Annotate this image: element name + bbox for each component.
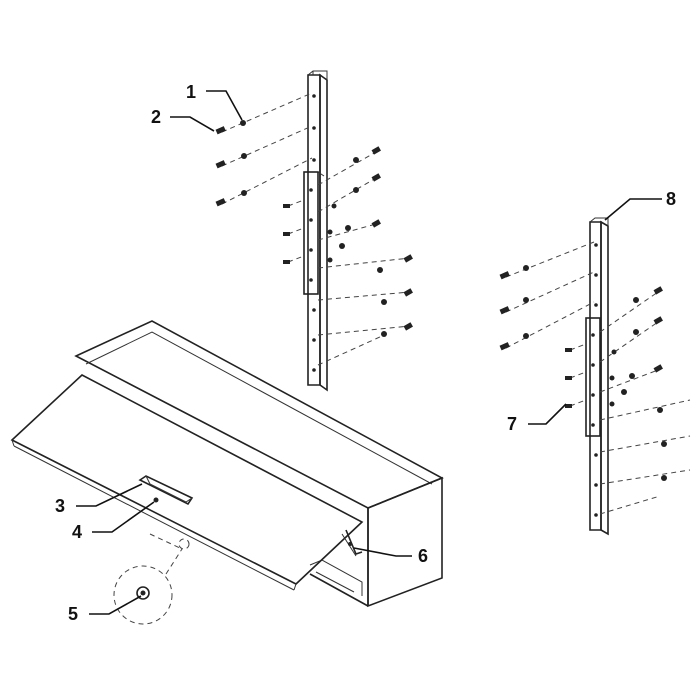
- callout-8: 8: [604, 189, 676, 221]
- callout-1: 1: [186, 82, 243, 121]
- callout-3-label: 3: [55, 496, 65, 516]
- callout-4: 4: [72, 501, 155, 542]
- callout-4-label: 4: [72, 522, 82, 542]
- left-rail-top: [307, 70, 328, 80]
- lock-detail-origin: [178, 538, 190, 550]
- cabinet-bottom-edge: [309, 573, 369, 607]
- door-handle: [138, 475, 194, 506]
- left-bracket-screws: [283, 199, 305, 264]
- callout-2-label: 2: [151, 107, 161, 127]
- cabinet-inside-bottom: [309, 559, 363, 596]
- left-rail-bolts-right: [317, 146, 413, 366]
- right-bracket-screws: [565, 343, 587, 408]
- callout-6: 6: [353, 546, 428, 566]
- lock-cylinder: [136, 586, 150, 600]
- lock-detail-circle: [113, 565, 173, 625]
- cabinet-inner-top: [85, 331, 433, 485]
- right-rail-screws-left: [499, 241, 595, 351]
- callout-8-label: 8: [666, 189, 676, 209]
- right-rail-top: [589, 217, 609, 226]
- callout-7-label: 7: [507, 414, 517, 434]
- door-corner-left: [11, 439, 15, 447]
- lock-detail: [113, 533, 190, 625]
- left-rail-screws-left: [215, 92, 313, 207]
- left-bracket-edge: [317, 171, 325, 177]
- right-rail-flange: [600, 220, 609, 536]
- door-corner: [293, 583, 297, 591]
- cabinet-door: [10, 374, 364, 585]
- callout-2: 2: [151, 107, 215, 132]
- wall-cabinet: [10, 320, 444, 608]
- callout-1-label: 1: [186, 82, 196, 102]
- cabinet-end-panel: [367, 476, 443, 608]
- left-rail-bracket: [303, 171, 319, 295]
- door-lower-edge: [13, 445, 295, 591]
- right-rail-bolts-right: [599, 286, 691, 515]
- callout-5-label: 5: [68, 604, 78, 624]
- cabinet-shelf-edge: [315, 571, 355, 593]
- callout-7: 7: [507, 403, 567, 434]
- right-rail-holes: [591, 243, 598, 517]
- left-rail-holes: [309, 94, 316, 372]
- callout-6-label: 6: [418, 546, 428, 566]
- lock-hole: [153, 497, 159, 503]
- callout-3: 3: [55, 483, 143, 516]
- left-rail-flange: [319, 73, 328, 392]
- callout-5: 5: [68, 595, 142, 624]
- lid-support: [341, 529, 363, 557]
- right-rail: [499, 217, 691, 536]
- cabinet-top: [74, 320, 444, 509]
- left-rail: [215, 70, 413, 392]
- right-rail-bracket: [585, 317, 601, 437]
